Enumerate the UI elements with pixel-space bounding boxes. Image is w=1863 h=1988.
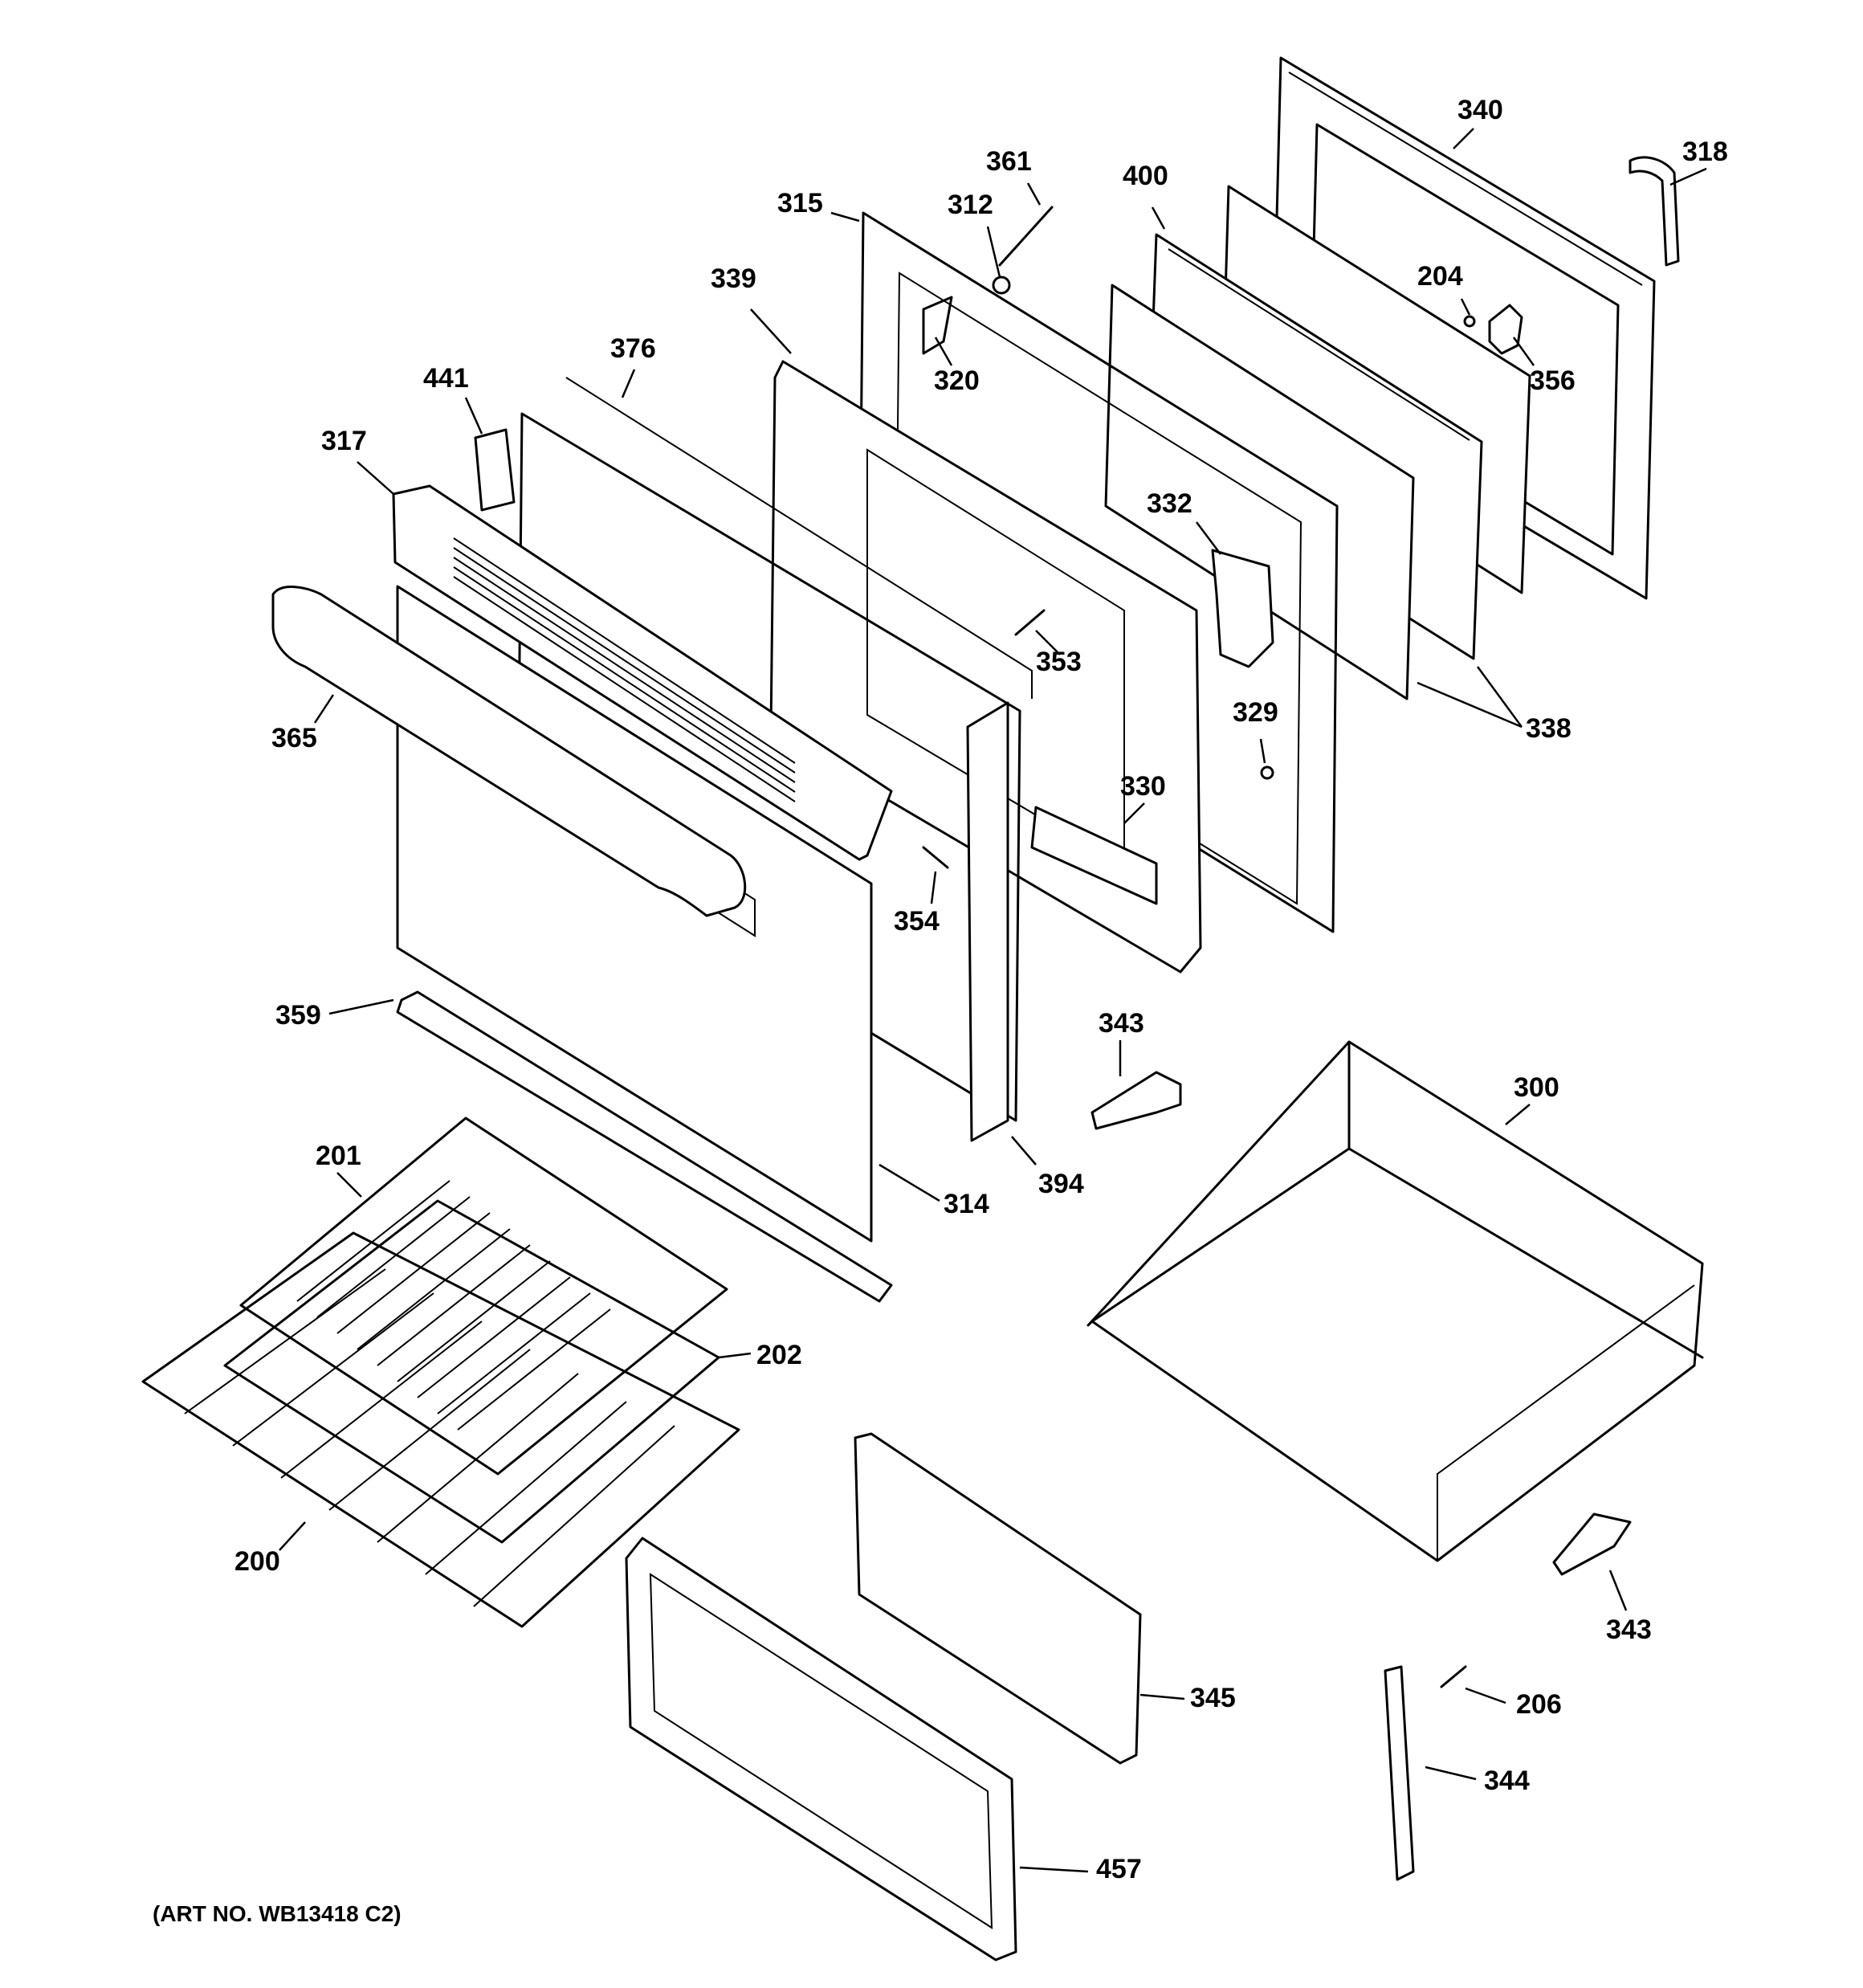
art-number: (ART NO. WB13418 C2) [153, 1901, 402, 1926]
part-361-screw [998, 206, 1054, 267]
part-356-bracket [1488, 304, 1523, 355]
part-206-screw [1440, 1665, 1467, 1688]
callout-356: 356 [1530, 365, 1576, 396]
callout-339: 339 [711, 263, 756, 294]
callout-361: 361 [986, 146, 1032, 177]
part-312-washer [992, 276, 1011, 295]
leader-lines [279, 128, 1707, 1873]
part-317-vent-panel [392, 484, 893, 861]
callout-400: 400 [1123, 161, 1168, 191]
callout-441: 441 [423, 363, 469, 394]
callout-317: 317 [321, 426, 367, 456]
callout-353: 353 [1036, 647, 1082, 677]
part-457-drawer-front [625, 1537, 1017, 1961]
part-330-plate [1030, 806, 1158, 905]
callout-343-upper: 343 [1099, 1008, 1144, 1039]
callout-315: 315 [777, 188, 823, 218]
callout-345: 345 [1190, 1683, 1236, 1713]
part-204-screw [1463, 315, 1476, 328]
callout-376: 376 [610, 333, 656, 364]
part-353-screw [1014, 609, 1046, 636]
callout-202: 202 [756, 1340, 802, 1370]
callout-344: 344 [1484, 1766, 1530, 1796]
callout-300: 300 [1514, 1072, 1559, 1103]
callout-201: 201 [316, 1141, 361, 1171]
callout-320: 320 [934, 365, 980, 396]
callout-457: 457 [1096, 1854, 1142, 1884]
callout-340: 340 [1457, 95, 1503, 125]
part-354-screw [922, 846, 949, 869]
callout-359: 359 [275, 1000, 321, 1031]
part-345-drawer-panel [854, 1432, 1142, 1765]
part-394-side-trim [966, 701, 1009, 1142]
part-318-gasket [1629, 156, 1680, 267]
part-359-bottom-trim [396, 990, 893, 1303]
callout-394: 394 [1038, 1169, 1084, 1199]
callout-labels: 340 318 361 400 315 312 204 339 320 356 … [234, 95, 1728, 1884]
callout-318: 318 [1682, 137, 1728, 167]
part-343-drawer-guide-2 [1552, 1512, 1632, 1576]
callout-329: 329 [1233, 697, 1278, 728]
callout-354: 354 [894, 906, 940, 937]
callout-338: 338 [1526, 713, 1572, 744]
callout-365: 365 [271, 723, 317, 753]
part-365-handle [271, 586, 747, 917]
callout-330: 330 [1120, 771, 1166, 802]
callout-200: 200 [234, 1546, 280, 1577]
part-343-drawer-guide [1090, 1071, 1182, 1130]
callout-204: 204 [1417, 261, 1463, 292]
part-320-hinge [922, 296, 953, 355]
part-344-rail [1384, 1665, 1415, 1881]
callout-332: 332 [1147, 488, 1192, 519]
callout-343-lower: 343 [1606, 1614, 1652, 1645]
part-200-oven-rack [141, 1231, 740, 1628]
part-300-drawer-body [1086, 1040, 1704, 1562]
part-441-hinge [474, 428, 516, 512]
callout-206: 206 [1516, 1689, 1562, 1720]
part-329-screw [1260, 765, 1274, 780]
part-201-broiler-grid [239, 1116, 728, 1476]
callout-312: 312 [948, 190, 993, 220]
callout-314: 314 [944, 1189, 989, 1219]
part-332-insulation-block [1211, 549, 1274, 668]
